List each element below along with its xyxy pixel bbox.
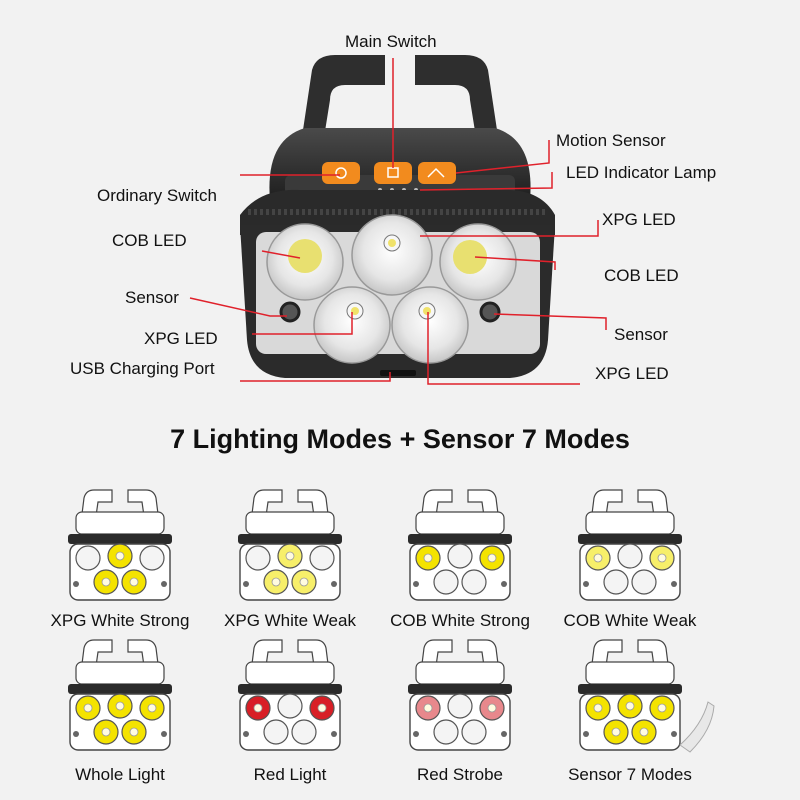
mode-thumbnail	[578, 489, 682, 601]
label-usb-port: USB Charging Port	[70, 359, 215, 378]
xpg-led-icon	[277, 693, 303, 719]
headline: 7 Lighting Modes + Sensor 7 Modes	[170, 424, 630, 454]
label-main-switch: Main Switch	[345, 32, 437, 51]
label-sensor-left: Sensor	[125, 288, 179, 307]
xpg-led-icon	[291, 719, 317, 745]
modes-grid	[68, 489, 715, 753]
xpg-led-icon	[433, 719, 459, 745]
mode-thumbnail	[408, 489, 512, 601]
label-cob-led-right: COB LED	[604, 266, 679, 285]
xpg-led-icon	[603, 569, 629, 595]
callout-lines	[189, 58, 607, 385]
xpg-led-icon	[461, 569, 487, 595]
label-xpg-led-top: XPG LED	[602, 210, 676, 229]
xpg-led-icon	[447, 543, 473, 569]
xpg-led-icon	[447, 693, 473, 719]
cob-led-icon	[139, 545, 165, 571]
mode-thumbnail	[68, 639, 172, 751]
mode-thumbnail	[238, 639, 342, 751]
mode-label: COB White Strong	[390, 611, 530, 630]
xpg-led-right	[391, 286, 469, 364]
cob-led-icon	[75, 545, 101, 571]
xpg-led-icon	[617, 543, 643, 569]
label-cob-led-left: COB LED	[112, 231, 187, 250]
mode-label: COB White Weak	[563, 611, 697, 630]
mode-thumbnail	[408, 639, 512, 751]
mode-label: XPG White Weak	[224, 611, 356, 630]
xpg-led-icon	[631, 569, 657, 595]
label-xpg-led-right: XPG LED	[595, 364, 669, 383]
mode-label: Whole Light	[75, 765, 165, 784]
xpg-led-top	[351, 214, 433, 296]
mode-label: Sensor 7 Modes	[568, 765, 692, 784]
sensor-left	[279, 301, 301, 323]
mode-thumbnail	[578, 639, 715, 753]
xpg-led-icon	[461, 719, 487, 745]
label-xpg-led-left: XPG LED	[144, 329, 218, 348]
cob-led-icon	[309, 545, 335, 571]
cob-led-icon	[245, 545, 271, 571]
mode-thumbnail	[238, 489, 342, 601]
usb-port	[380, 370, 416, 376]
label-motion-sensor: Motion Sensor	[556, 131, 666, 150]
label-led-indicator: LED Indicator Lamp	[566, 163, 717, 182]
xpg-led-icon	[433, 569, 459, 595]
hand-wave-icon	[679, 701, 715, 753]
mode-thumbnail	[68, 489, 172, 601]
mode-label: Red Strobe	[417, 765, 503, 784]
mode-label: Red Light	[253, 765, 327, 784]
motion-sensor-button	[418, 162, 456, 184]
strap-mount	[300, 55, 385, 150]
label-ordinary-switch: Ordinary Switch	[97, 186, 217, 205]
sensor-right	[479, 301, 501, 323]
label-sensor-right: Sensor	[614, 325, 668, 344]
mode-label: XPG White Strong	[50, 611, 190, 630]
xpg-led-icon	[263, 719, 289, 745]
main-switch-button	[374, 162, 412, 184]
ordinary-switch-button	[322, 162, 360, 184]
